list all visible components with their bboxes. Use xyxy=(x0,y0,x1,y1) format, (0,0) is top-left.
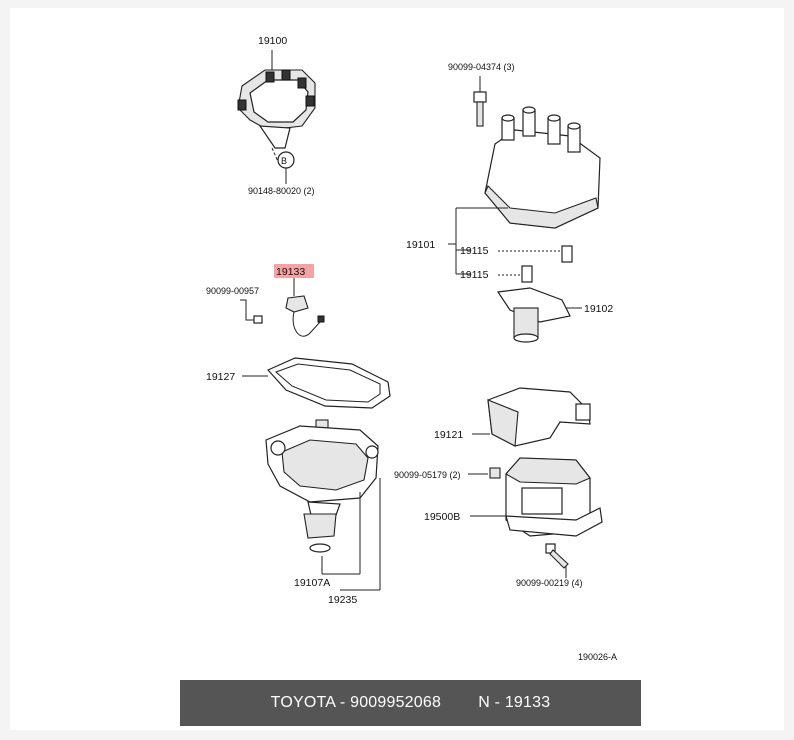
igniter-19500b xyxy=(505,457,603,537)
label-19102: 19102 xyxy=(584,303,613,315)
spring-19115-a xyxy=(561,245,573,263)
gasket-19127 xyxy=(267,357,391,409)
distributor-assembly-19100 xyxy=(237,50,316,184)
label-19100: 19100 xyxy=(258,35,287,47)
footer-bar: TOYOTA - 9009952068 N - 19133 xyxy=(180,680,641,726)
distributor-cap-19101 xyxy=(484,106,601,229)
label-19115-b: 19115 xyxy=(460,269,489,281)
label-19127: 19127 xyxy=(206,371,235,383)
label-19121: 19121 xyxy=(434,429,463,441)
label-19115-a: 19115 xyxy=(460,245,489,257)
bolt-90099-00219 xyxy=(545,543,569,578)
label-90099-00957: 90099-00957 xyxy=(206,286,259,296)
diagram-reference-code: 190026-A xyxy=(578,652,617,662)
label-90148-80020: 90148-80020 (2) xyxy=(248,186,315,196)
pickup-coil-19133 xyxy=(285,278,325,337)
screw-90099-00957 xyxy=(253,315,263,324)
footer-spacer xyxy=(441,694,478,712)
highlight-19133 xyxy=(274,264,314,278)
label-19101: 19101 xyxy=(406,239,435,251)
cover-19121 xyxy=(487,387,591,447)
screw-90099-05179 xyxy=(489,467,501,479)
label-19235: 19235 xyxy=(328,594,357,606)
label-90099-04374: 90099-04374 (3) xyxy=(448,62,515,72)
label-90099-00219: 90099-00219 (4) xyxy=(516,578,583,588)
rotor-19102 xyxy=(496,287,571,343)
label-b: B xyxy=(281,156,287,166)
diagram-sheet: 19100 B 90148-80020 (2) 90099-04374 (3) … xyxy=(10,8,784,730)
footer-item-number: N - 19133 xyxy=(478,694,551,711)
exploded-parts-diagram: 19100 B 90148-80020 (2) 90099-04374 (3) … xyxy=(206,35,617,662)
label-19133: 19133 xyxy=(276,266,305,278)
distributor-housing xyxy=(265,419,379,553)
label-19500b: 19500B xyxy=(424,511,460,523)
label-90099-05179: 90099-05179 (2) xyxy=(394,470,461,480)
spring-19115-b xyxy=(521,265,533,283)
footer-brand-part-number: TOYOTA - 9009952068 xyxy=(270,694,442,711)
bolt-90099-04374 xyxy=(473,76,487,127)
label-19107a: 19107A xyxy=(294,577,330,589)
